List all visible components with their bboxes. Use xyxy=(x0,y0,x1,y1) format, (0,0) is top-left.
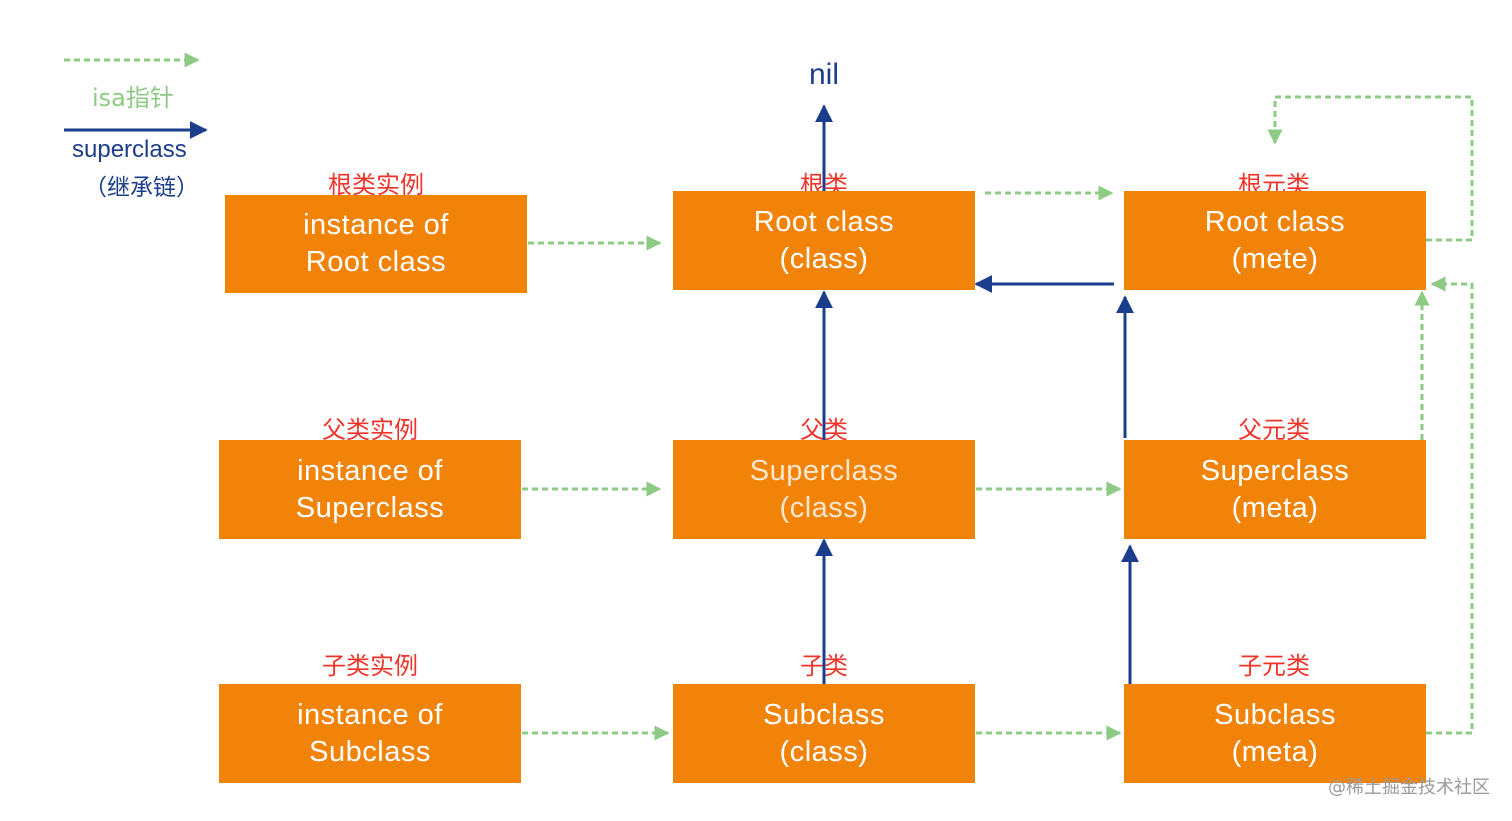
caption-super-meta: 父元类 xyxy=(1238,416,1310,444)
caption-super-class: 父类 xyxy=(800,416,848,444)
box-sub-instance-line2: Subclass xyxy=(309,735,431,768)
box-super-meta-line1: Superclass xyxy=(1200,454,1350,487)
box-super-class-line1: Superclass xyxy=(749,454,899,487)
box-super-class-line2: (class) xyxy=(779,491,869,524)
box-super-instance-line2: Superclass xyxy=(295,491,445,524)
caption-sub-instance: 子类实例 xyxy=(322,652,418,680)
box-super-class: Superclass (class) xyxy=(673,440,975,539)
box-super-instance: instance of Superclass xyxy=(219,440,521,539)
caption-root-instance: 根类实例 xyxy=(328,171,424,199)
box-super-meta: Superclass (meta) xyxy=(1124,440,1426,539)
legend-isa-label: isa指针 xyxy=(92,84,174,112)
box-sub-class: Subclass (class) xyxy=(673,684,975,783)
box-root-class-line1: Root class xyxy=(753,205,895,238)
box-root-meta: Root class (mete) xyxy=(1124,191,1426,290)
isa-root-meta-self-loop xyxy=(1267,95,1474,242)
box-sub-meta-line1: Subclass xyxy=(1214,698,1336,731)
nil-label: nil xyxy=(808,58,840,91)
caption-sub-class: 子类 xyxy=(800,652,848,680)
box-root-class-line2: (class) xyxy=(779,242,869,275)
box-sub-class-line1: Subclass xyxy=(763,698,885,731)
caption-sub-meta: 子元类 xyxy=(1238,652,1310,680)
box-root-instance: instance of Root class xyxy=(225,195,527,293)
box-super-meta-line2: (meta) xyxy=(1231,491,1319,524)
box-root-instance-line1: instance of xyxy=(303,209,449,241)
watermark: @稀土掘金技术社区 xyxy=(1328,777,1490,798)
box-super-instance-line1: instance of xyxy=(297,454,443,487)
box-sub-meta: Subclass (meta) xyxy=(1124,684,1426,783)
isa-sub-meta-to-root-meta xyxy=(1426,276,1474,735)
box-root-meta-line2: (mete) xyxy=(1231,242,1319,275)
box-root-class: Root class (class) xyxy=(673,191,975,290)
box-root-instance-line2: Root class xyxy=(305,246,447,278)
legend-superclass-label: superclass xyxy=(72,136,187,163)
legend-superclass-sub-label: （继承链） xyxy=(84,175,199,201)
box-sub-class-line2: (class) xyxy=(779,735,869,768)
box-sub-instance: instance of Subclass xyxy=(219,684,521,783)
box-sub-meta-line2: (meta) xyxy=(1231,735,1319,768)
box-root-meta-line1: Root class xyxy=(1204,205,1346,238)
caption-super-instance: 父类实例 xyxy=(322,416,418,444)
box-sub-instance-line1: instance of xyxy=(297,698,443,731)
